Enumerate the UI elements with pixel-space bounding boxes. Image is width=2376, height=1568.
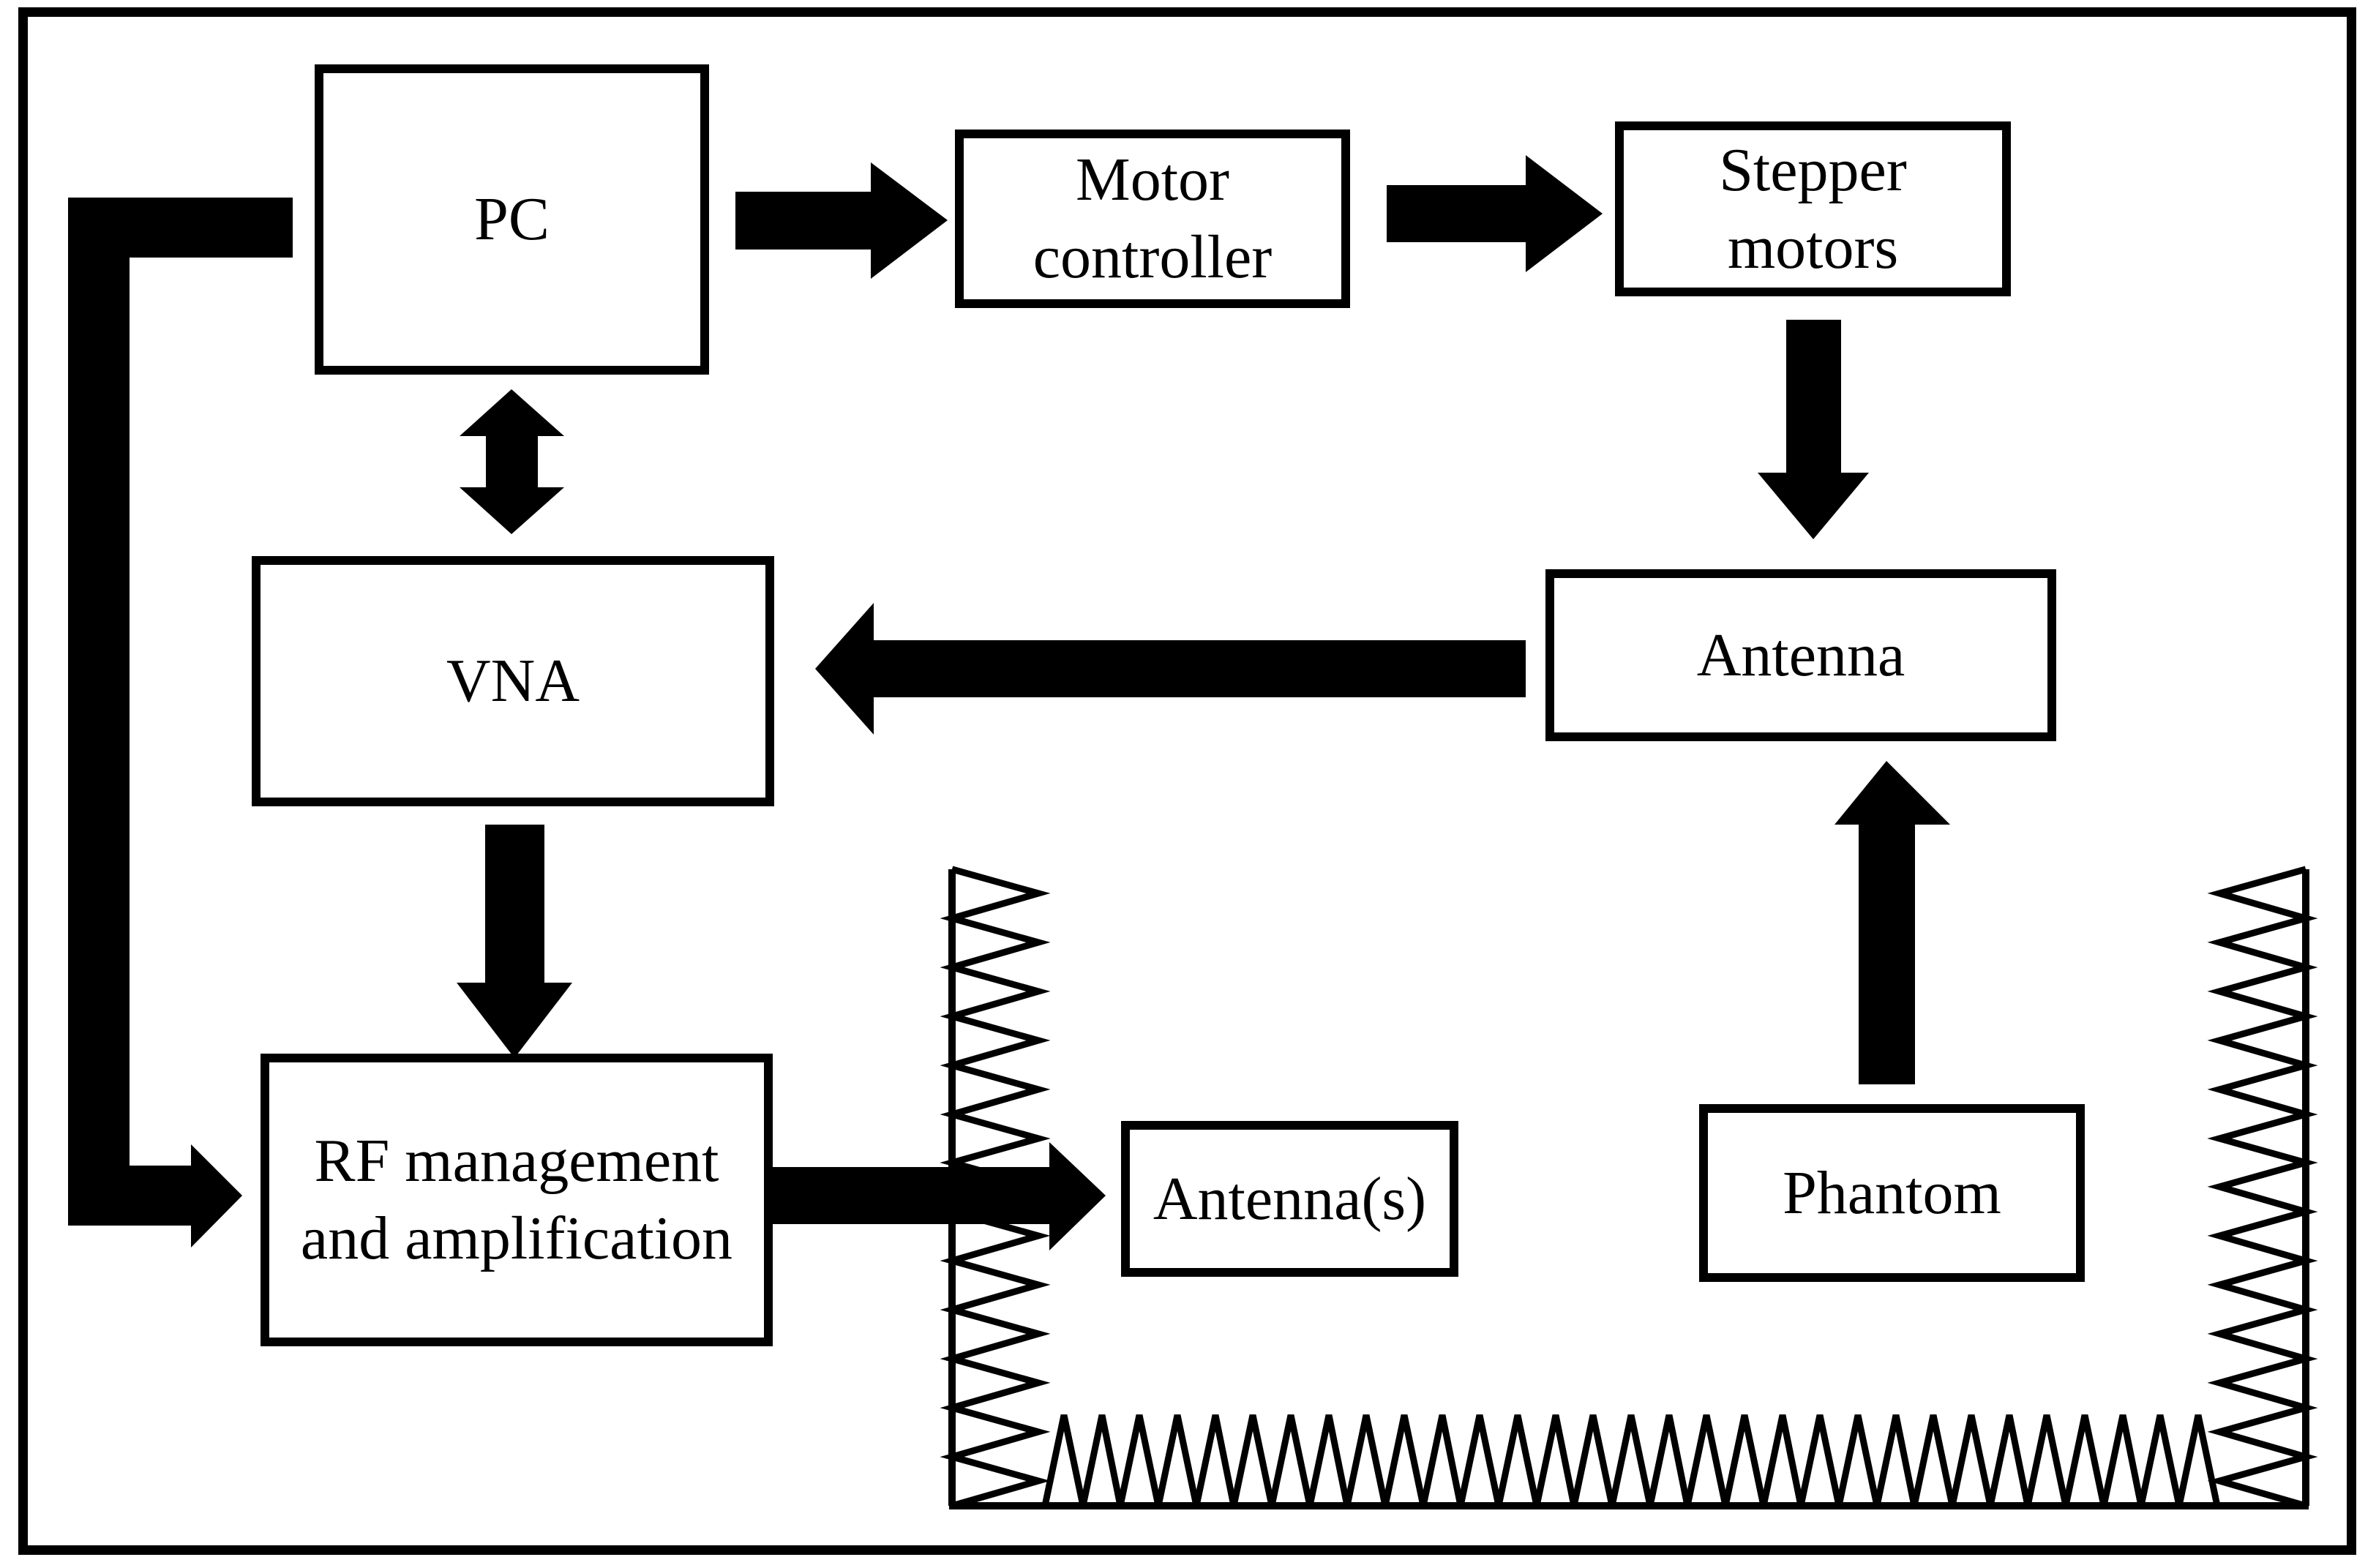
node-rf-management: RF management and amplification (261, 1054, 773, 1346)
node-phantom: Phantom (1699, 1104, 2085, 1282)
node-motor-controller-label-line1: Motor (1076, 146, 1229, 214)
node-motor-controller: Motor controller (955, 130, 1350, 308)
node-stepper-motors-label-line1: Stepper (1719, 135, 1907, 204)
absorber-zigzag-bottom-icon (1041, 1414, 2221, 1507)
node-stepper-motors: Stepper motors (1615, 121, 2011, 296)
node-vna-label: VNA (446, 647, 580, 715)
arrow-vna-to-rf-management (457, 825, 572, 1058)
arrow-stepper-motors-to-antenna (1758, 320, 1869, 539)
arrow-pc-vna-bidirectional (460, 389, 564, 534)
node-antennas-label: Antenna(s) (1153, 1164, 1427, 1233)
node-pc-label: PC (474, 185, 550, 253)
node-pc: PC (315, 64, 709, 375)
absorber-zigzag-right-icon (2207, 866, 2318, 1509)
node-rf-management-label-line2: and amplification (300, 1204, 733, 1272)
arrow-pc-to-rf-management-elbow (68, 198, 293, 1248)
arrow-phantom-to-antenna (1835, 761, 1950, 1084)
arrow-antenna-to-vna (815, 603, 1526, 735)
node-antenna-label: Antenna (1696, 620, 1905, 689)
arrow-pc-to-motor-controller (735, 162, 948, 279)
diagram-outer-border (18, 7, 2356, 1555)
node-vna: VNA (252, 556, 774, 806)
arrow-rf-management-to-antennas (773, 1142, 1106, 1250)
arrow-motor-controller-to-stepper-motors (1387, 155, 1603, 272)
node-stepper-motors-label-line2: motors (1727, 213, 1899, 282)
node-phantom-label: Phantom (1783, 1158, 2001, 1227)
node-rf-management-label-line1: RF management (314, 1127, 719, 1195)
node-antennas: Antenna(s) (1121, 1121, 1458, 1277)
node-antenna: Antenna (1545, 569, 2056, 741)
node-motor-controller-label-line2: controller (1033, 223, 1273, 291)
